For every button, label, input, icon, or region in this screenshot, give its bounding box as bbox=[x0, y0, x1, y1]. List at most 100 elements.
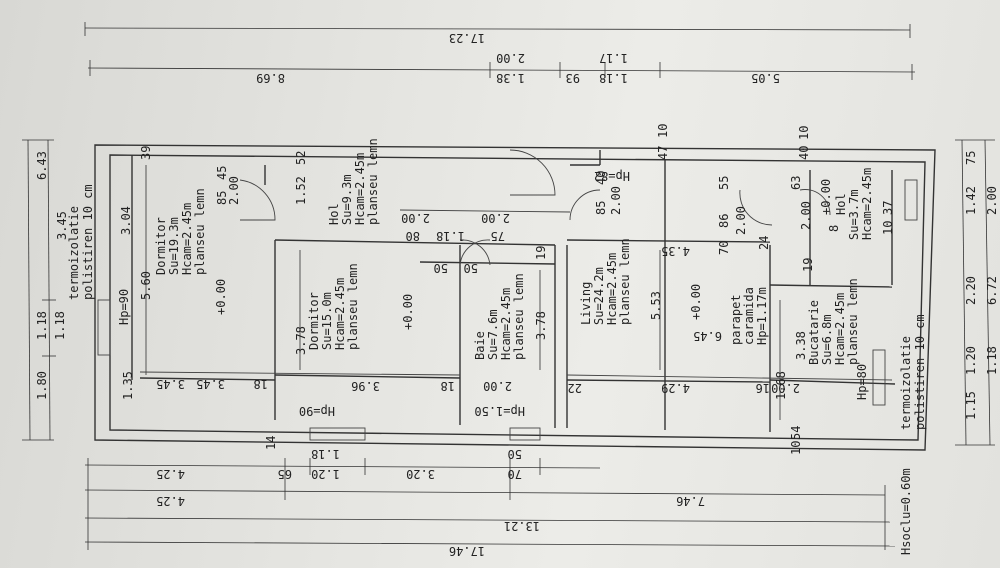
left-dim-inner: 1.18 bbox=[53, 311, 67, 340]
dormitor1-floor: planseu lemn bbox=[193, 188, 207, 275]
dim-liv-6-45: 6.45 bbox=[693, 329, 722, 343]
dim-kit-55: 55 bbox=[717, 176, 731, 190]
left-wall-label-2: polistiren 10 cm bbox=[81, 184, 95, 300]
dormitor2-h: Hcam=2.45m bbox=[333, 278, 347, 350]
dim-misc-10: 10 bbox=[789, 441, 803, 455]
bottom-dim-1-18: 1.18 bbox=[311, 447, 340, 461]
baie-h: Hcam=2.45m bbox=[499, 288, 513, 360]
dim-kit-16: 16 bbox=[756, 381, 770, 395]
dim-d2-3-78: 3.78 bbox=[294, 326, 308, 355]
top-dim-seg-3: 93 bbox=[566, 71, 580, 85]
top-dim-1-17: 1.17 bbox=[599, 51, 628, 65]
dim-baie-2-00: 2.00 bbox=[483, 379, 512, 393]
dim-misc-14: 14 bbox=[264, 436, 278, 450]
dim-baie-19: 19 bbox=[534, 246, 548, 260]
dormitor1-su: Su=19.3m bbox=[167, 217, 181, 275]
dim-d1-5-60: 5.60 bbox=[139, 271, 153, 300]
hol2-level: +0.00 bbox=[819, 179, 833, 215]
hol1-name: Hol bbox=[327, 203, 341, 225]
hol1-su: Su=9.3m bbox=[340, 174, 354, 225]
living-floor: planseu lemn bbox=[618, 238, 632, 325]
right-wall-label-1: termoizolatie bbox=[899, 336, 913, 430]
dim-hol-1-52: 1.52 bbox=[294, 176, 308, 205]
right-dim-1: 1.15 bbox=[964, 391, 978, 420]
dim-d1-3-04: 3.04 bbox=[119, 206, 133, 235]
bottom-dim-1: 4.25 bbox=[156, 467, 185, 481]
right-dim-5: 75 bbox=[964, 151, 978, 165]
dim-hol-2-00b: 2.00 bbox=[481, 211, 510, 225]
dim-kit-63: 63 bbox=[789, 176, 803, 190]
top-total-dim: 17.23 bbox=[449, 31, 485, 45]
room-hol-1: Hol Su=9.3m Hcam=2.45m planseu lemn bbox=[327, 138, 380, 225]
dim-d2-width: 3.96 bbox=[351, 379, 380, 393]
dim-liv-85: 85 bbox=[594, 201, 608, 215]
dim-hol-50a: 50 bbox=[434, 261, 448, 275]
dim-hol-75: 75 bbox=[491, 229, 505, 243]
bucatarie-floor: planseu lemn bbox=[846, 278, 860, 365]
baie-floor: planseu lemn bbox=[512, 273, 526, 360]
dim-d1-hp: Hp=90 bbox=[117, 289, 131, 325]
left-dim-1: 1.80 bbox=[35, 371, 49, 400]
baie-name: Baie bbox=[473, 331, 487, 360]
bottom-dimension-lines bbox=[84, 458, 896, 550]
dim-kit-3-38: 3.38 bbox=[794, 331, 808, 360]
dim-liv-4-29: 4.29 bbox=[661, 381, 690, 395]
interior-dim-lines bbox=[139, 165, 893, 420]
baie-su: Su=7.6m bbox=[486, 309, 500, 360]
right-wall-label-2: polistiren 10 cm bbox=[913, 314, 927, 430]
dim-kit-19: 19 bbox=[801, 258, 815, 272]
bucatarie-h: Hcam=2.45m bbox=[833, 293, 847, 365]
dim-d2-hp: Hp=90 bbox=[299, 404, 335, 418]
dim-d1-18: 18 bbox=[254, 377, 268, 391]
left-dim-2: 1.18 bbox=[35, 311, 49, 340]
bucatarie-su: Su=6.8m bbox=[820, 314, 834, 365]
room-living: Living Su=24.2m Hcam=2.45m planseu lemn … bbox=[579, 238, 703, 325]
right-total-dim: 6.72 bbox=[985, 276, 999, 305]
door-swings bbox=[239, 149, 831, 266]
room-dormitor-1: Dormitor Su=19.3m Hcam=2.45m planseu lem… bbox=[154, 188, 228, 315]
dim-liv-4-35: 4.35 bbox=[661, 244, 690, 258]
top-dimension-lines bbox=[84, 22, 916, 80]
dim-liv-40: 40 bbox=[594, 171, 608, 185]
dormitor1-level: +0.00 bbox=[214, 279, 228, 315]
left-wall-label-1: termoizolatie bbox=[67, 206, 81, 300]
dormitor2-floor: planseu lemn bbox=[346, 263, 360, 350]
dim-d1-45: 45 bbox=[215, 166, 229, 180]
dim-d2-18: 18 bbox=[441, 379, 455, 393]
dim-kit-1-68: 1.68 bbox=[774, 371, 788, 400]
building-walls bbox=[94, 144, 936, 451]
dim-kit-40: 40 bbox=[797, 146, 811, 160]
bottom-dim-6: 7.46 bbox=[676, 494, 705, 508]
dim-hol-1-18: 1.18 bbox=[436, 229, 465, 243]
dim-hol-2-00a: 2.00 bbox=[401, 211, 430, 225]
hol2-h: Hcam=2.45m bbox=[860, 168, 874, 240]
room-hol-2: Hol Su=3.7m Hcam=2.45m +0.00 bbox=[819, 168, 874, 240]
bottom-dim-row2-2: 13.21 bbox=[504, 519, 540, 533]
dim-kit-37: 37 bbox=[881, 201, 895, 215]
dim-kit-24: 24 bbox=[757, 236, 771, 250]
dim-baie-3-78: 3.78 bbox=[534, 311, 548, 340]
windows bbox=[97, 179, 918, 441]
dim-d1-85: 85 bbox=[215, 191, 229, 205]
interior-dim-texts: 3.45 3.04 5.60 1.35 3.45 18 39 2.00 85 4… bbox=[117, 124, 895, 455]
bucatarie-hp: Hp=80 bbox=[855, 364, 869, 400]
dormitor1-h: Hcam=2.45m bbox=[180, 203, 194, 275]
dim-d1-width: 3.45 bbox=[156, 377, 185, 391]
top-dim-seg-1: 8.69 bbox=[256, 71, 285, 85]
top-dim-2-00: 2.00 bbox=[496, 51, 525, 65]
right-dim-2: 1.20 bbox=[964, 346, 978, 375]
bottom-dim-2: 65 bbox=[278, 467, 292, 481]
dim-kit-2-00: 2.00 bbox=[771, 381, 800, 395]
living-level: +0.00 bbox=[689, 284, 703, 320]
hol1-floor: planseu lemn bbox=[366, 138, 380, 225]
left-total-dim: 6.43 bbox=[35, 151, 49, 180]
dim-d1-2-00: 2.00 bbox=[227, 176, 241, 205]
dim-liv-10: 10 bbox=[656, 124, 670, 138]
dim-kit-70: 70 bbox=[717, 241, 731, 255]
room-dormitor-2: Dormitor Su=15.0m Hcam=2.45m planseu lem… bbox=[307, 263, 415, 350]
hol2-name: Hol bbox=[834, 193, 848, 215]
parapet-line-1: parapet bbox=[729, 294, 743, 345]
hol2-su: Su=3.7m bbox=[847, 189, 861, 240]
dim-liv-22: 22 bbox=[568, 381, 582, 395]
